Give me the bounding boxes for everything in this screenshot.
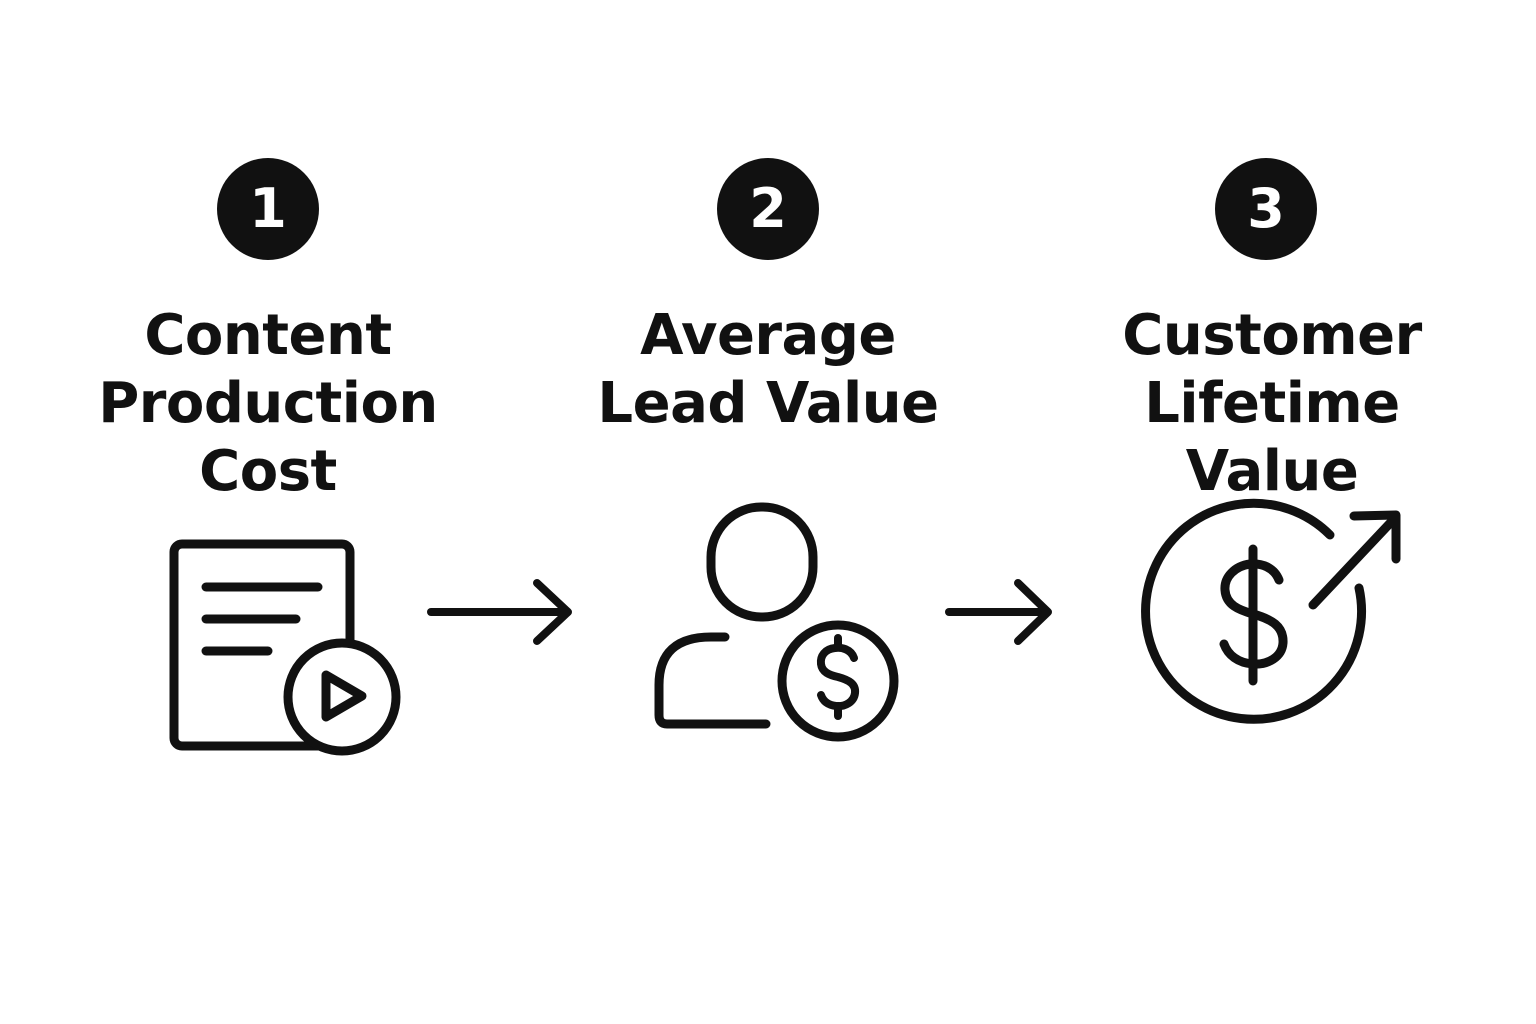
arrow-right-icon — [427, 579, 572, 645]
document-play-icon — [169, 539, 401, 756]
step-2-label: Average Lead Value — [558, 302, 978, 438]
step-1-label: Content Production Cost — [58, 302, 478, 506]
arrow-right-icon — [945, 579, 1052, 645]
step-3-label-line-2: Lifetime Value — [1144, 371, 1400, 504]
step-1-number-badge: 1 — [217, 158, 319, 260]
step-1-label-line-1: Content — [144, 303, 392, 368]
step-2-label-line-2: Lead Value — [597, 371, 939, 436]
step-3-label-line-1: Customer — [1122, 303, 1422, 368]
step-1-label-line-3: Cost — [199, 439, 337, 504]
user-dollar-icon — [654, 502, 899, 742]
step-2-label-line-1: Average — [640, 303, 896, 368]
step-3-number-badge: 3 — [1215, 158, 1317, 260]
dollar-growth-icon — [1141, 498, 1401, 724]
step-3-label: Customer Lifetime Value — [1062, 302, 1482, 506]
step-1-label-line-2: Production — [98, 371, 438, 436]
step-2-number-badge: 2 — [717, 158, 819, 260]
